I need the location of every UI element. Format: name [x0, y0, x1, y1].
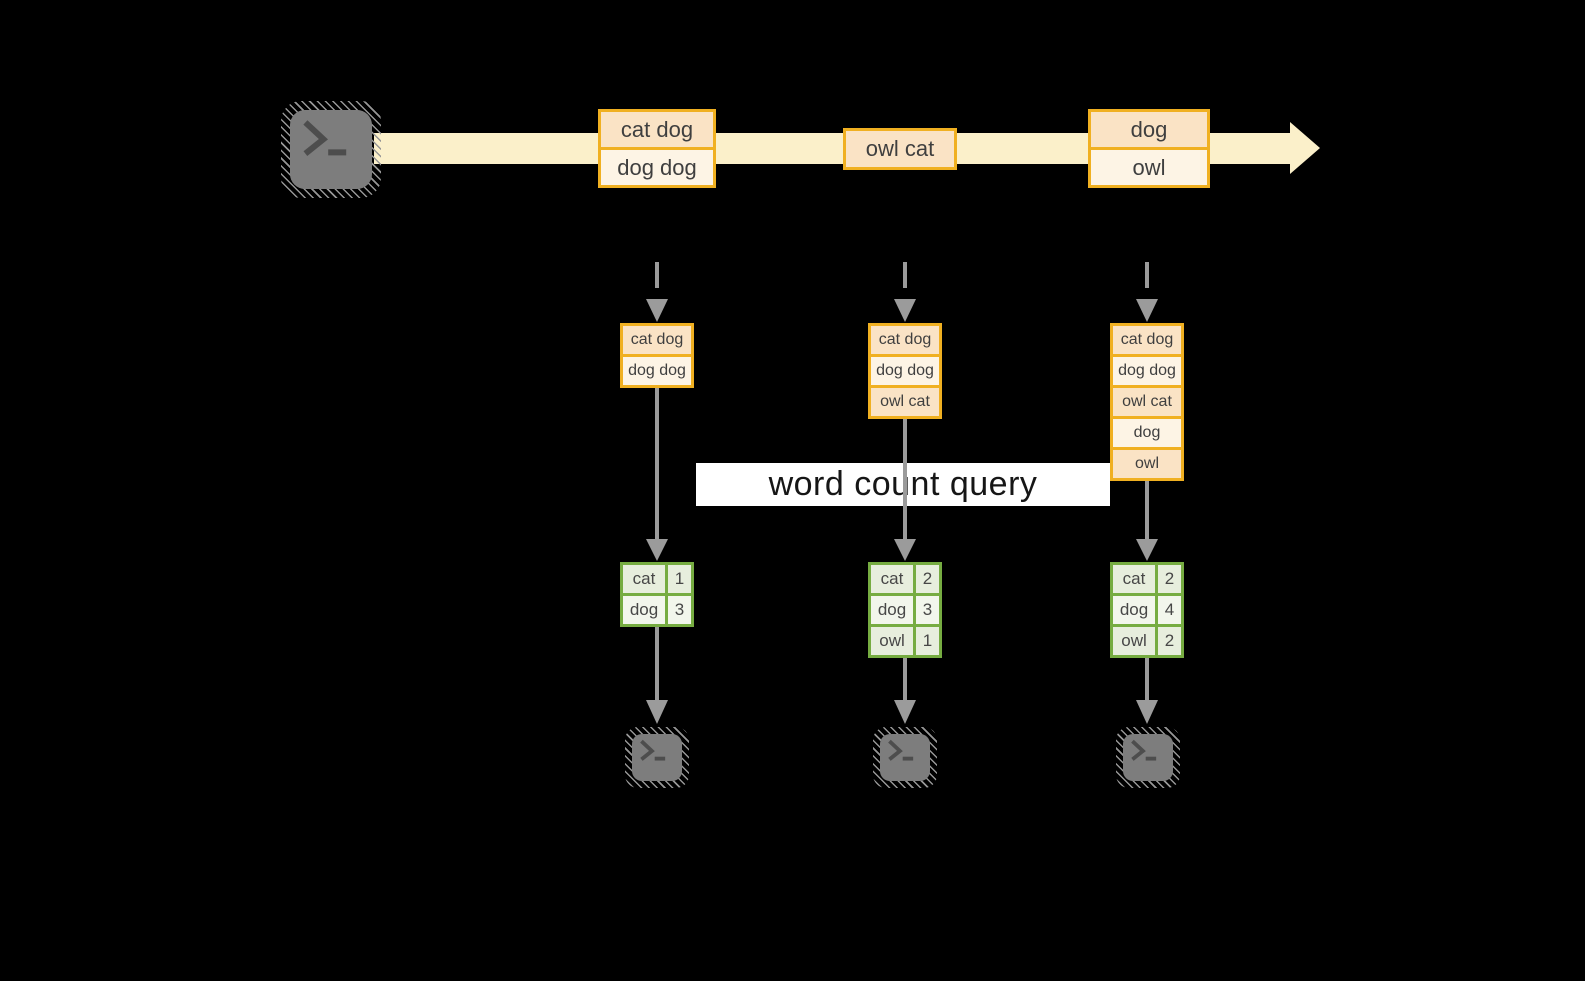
input-row: dog [1113, 416, 1181, 447]
output-arrow-1 [646, 627, 668, 724]
stream-arrow-head [1290, 122, 1320, 174]
terminal-prompt-icon [303, 120, 347, 156]
input-row: cat dog [871, 326, 939, 354]
word-cell: dog [871, 596, 913, 624]
terminal-prompt-icon [640, 739, 666, 761]
output-arrow-2 [894, 658, 916, 724]
stream-batch-3: dog owl [1088, 109, 1210, 188]
count-cell: 1 [668, 565, 691, 593]
count-cell: 2 [1158, 627, 1181, 655]
query-arrow-1 [646, 388, 668, 561]
input-row: cat dog [623, 326, 691, 354]
input-row: owl cat [1113, 385, 1181, 416]
word-cell: dog [623, 596, 665, 624]
input-row: dog dog [623, 354, 691, 385]
microbatch-arrow-2 [894, 262, 916, 322]
input-table-3: cat dog dog dog owl cat dog owl [1110, 323, 1184, 481]
result-table-3: cat 2 dog 4 owl 2 [1110, 562, 1184, 658]
word-cell: owl [871, 627, 913, 655]
output-arrow-3 [1136, 658, 1158, 724]
terminal-prompt-icon [888, 739, 914, 761]
stream-batch-1: cat dog dog dog [598, 109, 716, 188]
query-arrow-2 [894, 419, 916, 561]
batch-line: dog dog [601, 147, 713, 185]
input-row: cat dog [1113, 326, 1181, 354]
terminal-sink-icon-2 [873, 727, 937, 788]
query-label: word count query [768, 465, 1038, 503]
count-cell: 3 [916, 596, 939, 624]
microbatch-arrow-3 [1136, 262, 1158, 322]
count-cell: 4 [1158, 596, 1181, 624]
count-cell: 1 [916, 627, 939, 655]
terminal-source-icon [281, 101, 381, 198]
word-cell: cat [871, 565, 913, 593]
input-row: dog dog [871, 354, 939, 385]
batch-line: cat dog [601, 112, 713, 147]
input-row: owl [1113, 447, 1181, 478]
count-cell: 2 [1158, 565, 1181, 593]
batch-line: owl [1091, 147, 1207, 185]
input-row: owl cat [871, 385, 939, 416]
microbatch-arrow-1 [646, 262, 668, 322]
terminal-prompt-icon [1131, 739, 1157, 761]
input-table-2: cat dog dog dog owl cat [868, 323, 942, 419]
word-cell: dog [1113, 596, 1155, 624]
count-cell: 3 [668, 596, 691, 624]
terminal-sink-icon-3 [1116, 727, 1180, 788]
word-cell: cat [1113, 565, 1155, 593]
query-arrow-3 [1136, 481, 1158, 561]
input-row: dog dog [1113, 354, 1181, 385]
result-table-1: cat 1 dog 3 [620, 562, 694, 627]
count-cell: 2 [916, 565, 939, 593]
stream-batch-2: owl cat [843, 128, 957, 170]
batch-line: dog [1091, 112, 1207, 147]
result-table-2: cat 2 dog 3 owl 1 [868, 562, 942, 658]
word-cell: owl [1113, 627, 1155, 655]
input-table-1: cat dog dog dog [620, 323, 694, 388]
terminal-sink-icon-1 [625, 727, 689, 788]
batch-line: owl cat [846, 131, 954, 167]
word-cell: cat [623, 565, 665, 593]
